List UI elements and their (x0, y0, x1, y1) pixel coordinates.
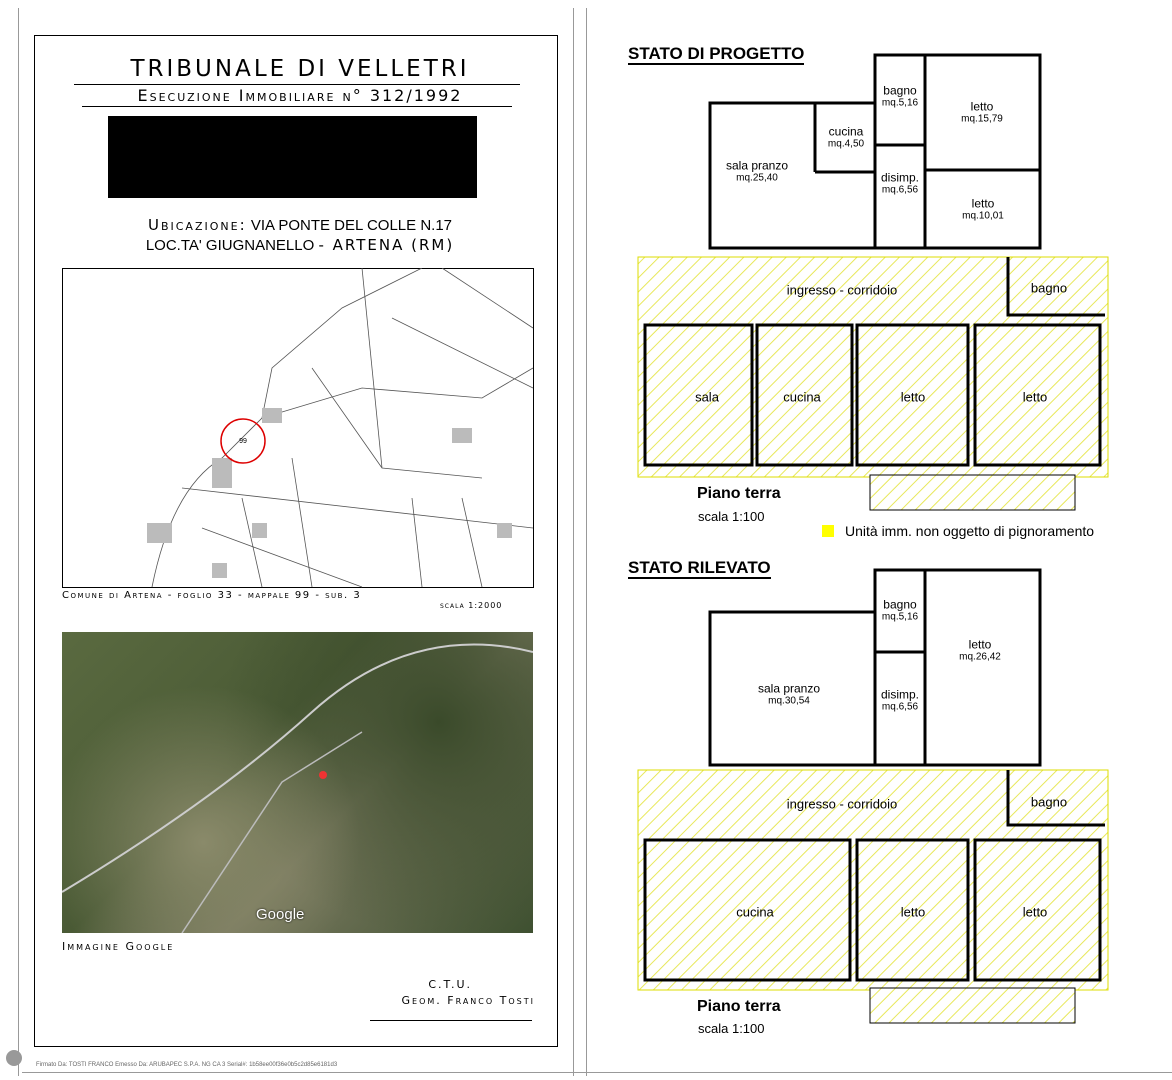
room-label: letto (900, 389, 926, 405)
case-number: Esecuzione Immobiliare n° 312/1992 (137, 86, 463, 105)
parcel-highlight-circle (220, 418, 266, 464)
room-label: letto (900, 904, 926, 920)
room-label: letto (1022, 904, 1048, 920)
room-label: sala (695, 389, 719, 405)
room-label: ingresso - corridoio (786, 796, 898, 812)
room-label: bagno (1030, 280, 1068, 296)
surveyor-name: Geom. Franco Tosti (401, 994, 535, 1007)
room-label: disimp.mq.6,56 (880, 687, 920, 713)
floor-label: Piano terra (697, 485, 781, 502)
floor-plan-surveyed (637, 568, 1109, 1024)
room-label: cucina (783, 389, 821, 405)
right-page (586, 8, 1172, 1076)
cover-frame (34, 35, 558, 1047)
room-label: letto (1022, 389, 1048, 405)
cadastral-map: 99 (62, 268, 534, 588)
court-title: TRIBUNALE DI VELLETRI (130, 56, 470, 82)
svg-text:99: 99 (239, 438, 247, 445)
redaction-block (108, 116, 477, 198)
legend-text: Unità imm. non oggetto di pignoramento (845, 523, 1095, 539)
floor-label: Piano terra (697, 998, 781, 1015)
legend-swatch (822, 525, 834, 537)
signature-line (370, 1020, 532, 1021)
scale-label: scala 1:100 (698, 509, 765, 524)
room-label: disimp.mq.6,56 (880, 170, 920, 196)
room-label: cucina (736, 904, 774, 920)
plan-surveyed-title: STATO RILEVATO (628, 558, 771, 579)
signature-seal-icon (6, 1050, 22, 1066)
google-watermark: Google (256, 906, 305, 923)
scale-label: scala 1:100 (698, 1021, 765, 1036)
plan-project-title: STATO DI PROGETTO (628, 44, 805, 65)
satellite-image: Google (62, 632, 533, 933)
digital-signature: Firmato Da: TOSTI FRANCO Emesso Da: ARUB… (36, 1062, 338, 1068)
room-label: ingresso - corridoio (786, 282, 898, 298)
ctu-label: C.T.U. (428, 978, 472, 991)
cadastral-caption: Comune di Artena - foglio 33 - mappale 9… (62, 590, 362, 601)
floor-plan-project (637, 53, 1109, 511)
left-page (18, 8, 574, 1076)
room-label: bagno (1030, 794, 1068, 810)
cadastral-scale: scala 1:2000 (440, 601, 503, 610)
location: Ubicazione: VIA PONTE DEL COLLE N.17 (147, 216, 453, 234)
locality: LOC.TA' GIUGNANELLO - ARTENA (RM) (145, 236, 455, 254)
satellite-caption: Immagine Google (62, 940, 175, 953)
